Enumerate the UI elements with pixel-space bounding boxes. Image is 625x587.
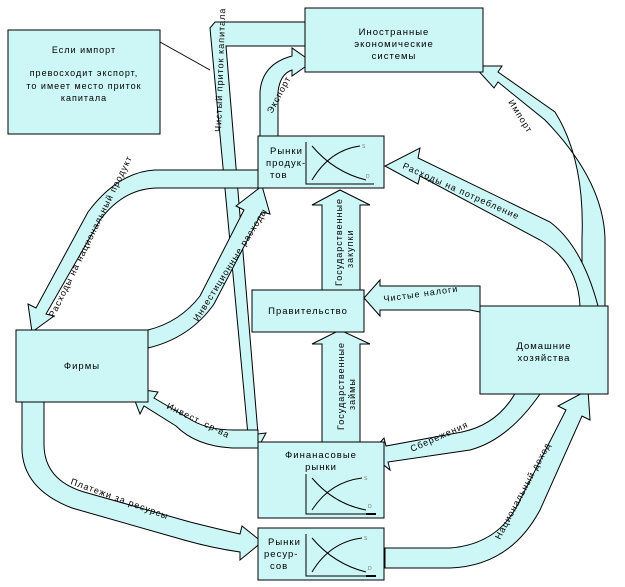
households-line-1: Домашние <box>516 341 571 352</box>
government-loans-label-1: Государственные <box>336 342 346 430</box>
firms-label: Фирмы <box>64 361 100 372</box>
national-product-spending-label: Расходы на национальный продукт <box>47 154 134 319</box>
resource-markets-line-2: ресур- <box>264 549 298 560</box>
resource-s-mark: S <box>364 536 368 542</box>
resource-payments-arrow <box>21 401 263 562</box>
export-arrow <box>259 47 313 137</box>
product-s-mark: S <box>362 144 366 150</box>
government-purchases-arrow <box>311 189 371 291</box>
resource-supply-demand-graph: S D <box>305 534 376 577</box>
financial-markets-box: Финанасовые рынки S D <box>257 441 385 519</box>
consumption-arrow <box>383 147 599 307</box>
financial-s-mark: S <box>364 476 368 482</box>
foreign-line-3: системы <box>372 51 417 62</box>
product-markets-line-1: Рынки <box>270 146 303 157</box>
resource-d-mark: D <box>368 566 372 572</box>
resource-markets-line-3: сов <box>270 561 288 572</box>
product-d-mark: D <box>366 174 370 180</box>
foreign-line-2: экономические <box>354 39 434 50</box>
note-line-3: то имеет место приток <box>26 81 141 91</box>
foreign-economies-box: Иностранные экономические системы <box>304 7 484 73</box>
net-capital-inflow-label: Чистый приток капитала <box>213 7 227 132</box>
government-loans-arrow <box>311 329 371 443</box>
resource-markets-line-1: Рынки <box>268 537 301 548</box>
financial-markets-line-2: рынки <box>305 462 337 473</box>
product-markets-box: Рынки продук- тов S D <box>257 135 385 189</box>
product-supply-demand-graph: S D <box>305 142 374 185</box>
note-line-2: превосходит экспорт, <box>30 68 139 78</box>
investment-spending-arrow <box>147 185 271 349</box>
firms-box: Фирмы <box>15 329 149 403</box>
foreign-line-1: Иностранные <box>359 27 430 38</box>
product-markets-line-2: продук- <box>266 158 306 169</box>
note-connector <box>159 41 211 71</box>
households-line-2: хозяйства <box>518 353 571 364</box>
product-markets-line-3: тов <box>270 170 288 181</box>
consumption-label: Расходы на потребление <box>401 161 521 222</box>
note-line-4: капитала <box>61 93 107 103</box>
resource-markets-box: Рынки ресур- сов S D <box>257 527 385 581</box>
government-purchases-label-1: Государственные <box>334 198 344 286</box>
government-purchases-label-2: закупки <box>345 229 355 268</box>
capital-inflow-note: Если импорт превосходит экспорт, то имее… <box>7 29 161 135</box>
government-loans-label-2: займы <box>347 378 357 410</box>
note-line-1: Если импорт <box>52 45 116 55</box>
financial-d-mark: D <box>368 504 372 510</box>
national-income-arrow <box>384 389 591 569</box>
financial-supply-demand-graph: S D <box>305 474 376 515</box>
households-box: Домашние хозяйства <box>479 305 609 395</box>
government-label: Правительство <box>268 306 348 317</box>
financial-markets-line-1: Финанасовые <box>285 450 357 461</box>
government-box: Правительство <box>251 289 365 333</box>
import-arrow <box>472 65 606 309</box>
